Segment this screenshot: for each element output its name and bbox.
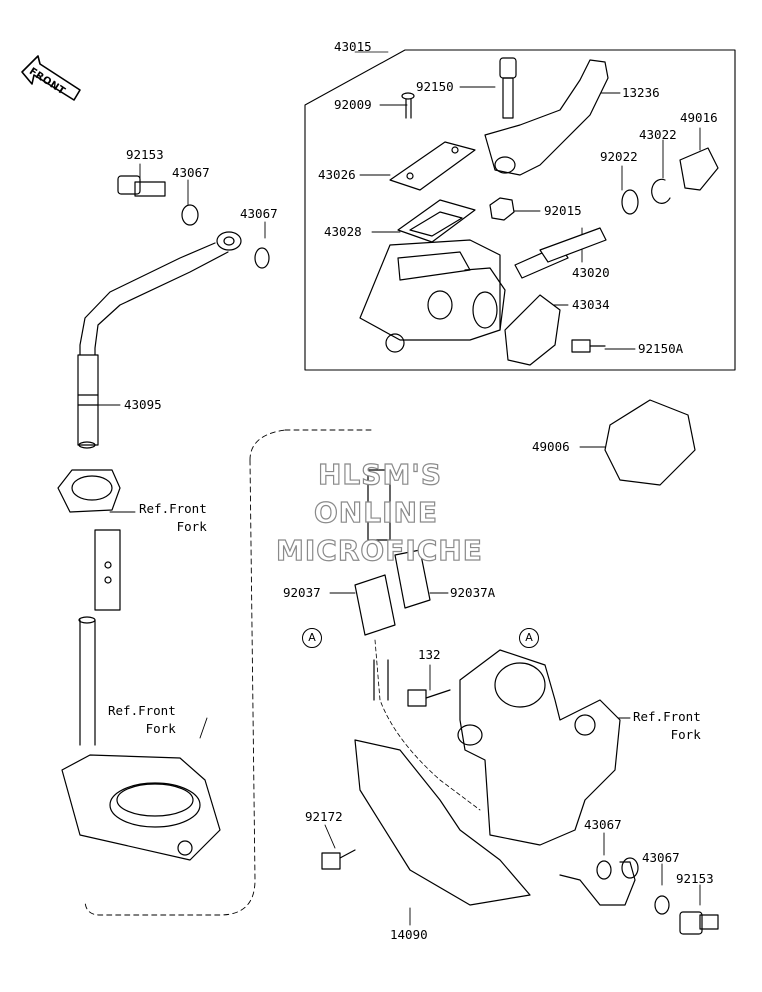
- hose-middle: [367, 469, 391, 701]
- dust-boot-49016: [679, 147, 719, 191]
- part-43095: 43095: [124, 397, 162, 412]
- banjo-bolt-upper: [117, 175, 166, 197]
- reservoir-cap: [389, 141, 476, 191]
- washer-43067-left: [181, 204, 199, 226]
- hose-to-caliper: [374, 639, 481, 811]
- assembly-frame: [304, 49, 736, 371]
- handlebar-clamp: [504, 294, 561, 366]
- caliper-guard: [354, 739, 531, 906]
- brake-lever: [484, 59, 609, 176]
- part-14090: 14090: [390, 927, 428, 942]
- ref-front-fork-2-line1: Ref.Front: [108, 703, 176, 718]
- watermark-line-3: MICROFICHE: [275, 533, 483, 567]
- callout-a-right: A: [519, 628, 539, 648]
- washer-43067-upper: [254, 247, 270, 269]
- ref-front-fork-3: Ref.Front Fork: [633, 708, 701, 744]
- ref-front-fork-3-line1: Ref.Front: [633, 709, 701, 724]
- piston-kit: [514, 227, 607, 279]
- banjo-bolt-lower: [679, 911, 719, 935]
- part-92153-lower: 92153: [676, 871, 714, 886]
- callout-a-left: A: [302, 628, 322, 648]
- part-92172: 92172: [305, 809, 343, 824]
- part-92037: 92037: [283, 585, 321, 600]
- caliper-bolt: [407, 689, 451, 707]
- hose-guide-92037a: [394, 549, 431, 609]
- part-49016: 49016: [680, 110, 718, 125]
- lever-nut: [489, 197, 515, 221]
- part-92009: 92009: [334, 97, 372, 112]
- washer-92022: [621, 189, 639, 215]
- pivot-bolt: [499, 57, 517, 119]
- ref-front-fork-2: Ref.Front Fork: [108, 702, 176, 738]
- part-43020: 43020: [572, 265, 610, 280]
- washer-43067-lower-a: [596, 860, 612, 880]
- hose-clamp-lower: [61, 754, 221, 861]
- part-43026: 43026: [318, 167, 356, 182]
- hose-guide-92037: [354, 574, 396, 636]
- ref-front-fork-1-line2: Fork: [176, 519, 207, 534]
- part-43022: 43022: [639, 127, 677, 142]
- banjo-fitting-lower: [559, 857, 639, 906]
- watermark-line-2: ONLINE: [313, 495, 439, 529]
- part-43034: 43034: [572, 297, 610, 312]
- lever-cover: [604, 399, 696, 486]
- ref-front-fork-2-line2: Fork: [145, 721, 176, 736]
- part-92037a: 92037A: [450, 585, 496, 600]
- part-13236: 13236: [622, 85, 660, 100]
- front-arrow-icon: [21, 55, 81, 101]
- guard-bolt: [321, 849, 356, 870]
- part-43028: 43028: [324, 224, 362, 239]
- part-92022: 92022: [600, 149, 638, 164]
- part-92150a: 92150A: [638, 341, 684, 356]
- washer-43067-lower-b: [654, 895, 670, 915]
- brake-hose: [77, 231, 242, 746]
- cap-screw: [401, 92, 415, 119]
- hose-clamp-upper: [57, 469, 121, 611]
- part-92150: 92150: [416, 79, 454, 94]
- part-49006: 49006: [532, 439, 570, 454]
- ref-front-fork-1-line1: Ref.Front: [139, 501, 207, 516]
- diaphragm: [397, 199, 476, 243]
- master-cylinder: [359, 239, 506, 353]
- ref-front-fork-1: Ref.Front Fork: [139, 500, 207, 536]
- part-43067-left: 43067: [172, 165, 210, 180]
- part-43067-upper: 43067: [240, 206, 278, 221]
- ref-front-fork-3-line2: Fork: [670, 727, 701, 742]
- part-43067-lower-b: 43067: [642, 850, 680, 865]
- part-132: 132: [418, 647, 441, 662]
- watermark-line-1: HLSM'S: [317, 457, 443, 491]
- part-43067-lower-a: 43067: [584, 817, 622, 832]
- part-43015: 43015: [334, 39, 372, 54]
- part-92015: 92015: [544, 203, 582, 218]
- dashed-boundary: [84, 429, 376, 916]
- brake-caliper: [457, 649, 621, 846]
- part-92153-upper: 92153: [126, 147, 164, 162]
- circlip-43022: [651, 178, 671, 204]
- clamp-bolt: [571, 339, 606, 353]
